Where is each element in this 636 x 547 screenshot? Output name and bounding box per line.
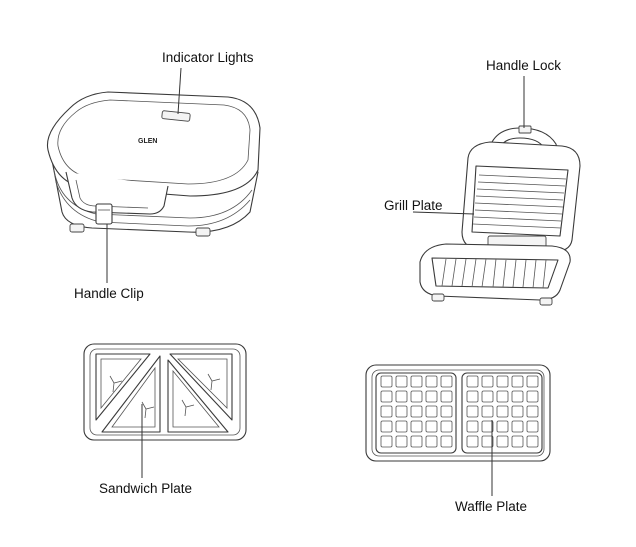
waffle-cell: [481, 390, 494, 403]
logo-text: GLEN: [138, 138, 157, 145]
waffle-cell: [526, 375, 539, 388]
label-indicator-lights: Indicator Lights: [162, 50, 254, 65]
open-grill: [419, 125, 581, 306]
waffle-cell: [496, 435, 509, 448]
waffle-cell: [410, 375, 423, 388]
waffle-cell: [526, 420, 539, 433]
waffle-cell: [526, 390, 539, 403]
waffle-cell: [496, 420, 509, 433]
waffle-cell: [466, 375, 479, 388]
waffle-cell: [466, 435, 479, 448]
label-handle-lock: Handle Lock: [486, 58, 561, 73]
waffle-plate: [365, 364, 551, 462]
waffle-cell: [511, 435, 524, 448]
waffle-cell: [440, 375, 453, 388]
waffle-cell: [410, 405, 423, 418]
waffle-cell: [425, 390, 438, 403]
waffle-cell: [395, 435, 408, 448]
waffle-cell: [466, 420, 479, 433]
waffle-cell: [410, 420, 423, 433]
waffle-cell: [425, 405, 438, 418]
waffle-cell: [410, 390, 423, 403]
waffle-cell: [511, 420, 524, 433]
waffle-cell: [511, 405, 524, 418]
waffle-cell: [440, 405, 453, 418]
waffle-cell: [466, 405, 479, 418]
waffle-cell: [481, 435, 494, 448]
waffle-cell: [395, 375, 408, 388]
waffle-cell: [511, 390, 524, 403]
waffle-cell: [481, 420, 494, 433]
waffle-cell: [380, 390, 393, 403]
label-sandwich-plate: Sandwich Plate: [99, 481, 192, 496]
waffle-cell: [425, 420, 438, 433]
waffle-cell: [425, 375, 438, 388]
grill-plate-leader: [412, 211, 475, 215]
waffle-cell: [380, 405, 393, 418]
label-waffle-plate: Waffle Plate: [455, 499, 527, 514]
indicator-lights-leader: [177, 67, 182, 115]
waffle-cell: [380, 435, 393, 448]
sandwich-plate: [83, 343, 247, 441]
waffle-cell: [481, 405, 494, 418]
label-handle-clip: Handle Clip: [74, 286, 144, 301]
waffle-cell: [440, 435, 453, 448]
waffle-grid: [380, 375, 539, 448]
waffle-cell: [526, 435, 539, 448]
waffle-cell: [440, 390, 453, 403]
waffle-cell: [496, 405, 509, 418]
label-grill-plate: Grill Plate: [384, 198, 443, 213]
waffle-cell: [395, 420, 408, 433]
waffle-cell: [425, 435, 438, 448]
waffle-cell: [395, 405, 408, 418]
waffle-cell: [511, 375, 524, 388]
waffle-cell: [380, 375, 393, 388]
waffle-cell: [466, 390, 479, 403]
waffle-cell: [496, 375, 509, 388]
closed-sandwich-maker: GLEN: [46, 91, 261, 237]
waffle-cell: [395, 390, 408, 403]
waffle-cell: [380, 420, 393, 433]
waffle-cell: [440, 420, 453, 433]
waffle-cell: [526, 405, 539, 418]
waffle-cell: [410, 435, 423, 448]
waffle-cell: [481, 375, 494, 388]
waffle-cell: [496, 390, 509, 403]
